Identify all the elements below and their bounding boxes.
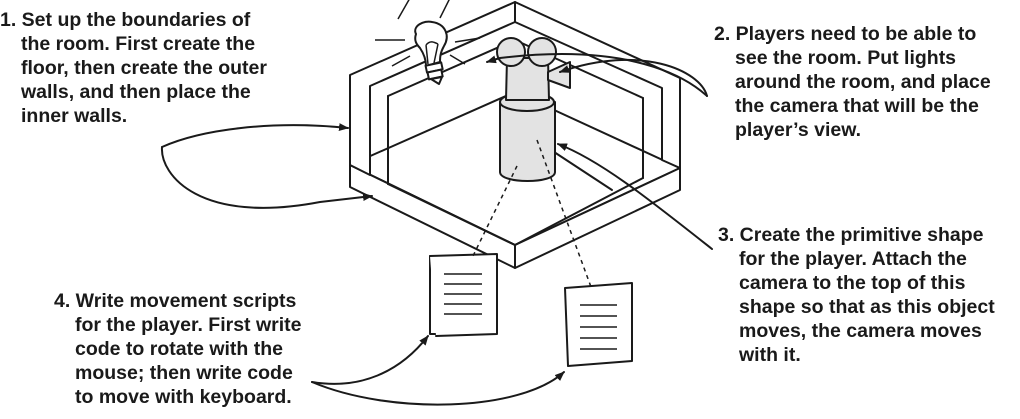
step-4-line: to move with keyboard. xyxy=(75,386,292,408)
floor-diagonal xyxy=(547,147,613,191)
script-link-2 xyxy=(536,139,592,288)
step-2-line: the camera that will be the xyxy=(735,95,979,117)
step-4-line: code to rotate with the xyxy=(75,338,284,360)
step-2-line: 2. Players need to be able to xyxy=(714,23,977,45)
script-document-icon xyxy=(564,282,633,367)
step-1-line: 1. Set up the boundaries of xyxy=(0,9,251,31)
step-1-line: the room. First create the xyxy=(21,33,256,55)
step-2-note: 2. Players need to be able to see the ro… xyxy=(714,22,991,142)
step-1-line: walls, and then place the xyxy=(21,81,251,103)
step-1-line: inner walls. xyxy=(21,105,128,127)
step-3-line: moves, the camera moves xyxy=(739,320,982,342)
inner-floor-line xyxy=(387,177,644,246)
step-3-note: 3. Create the primitive shape for the pl… xyxy=(718,223,995,367)
callout-step-4 xyxy=(311,335,565,406)
step-3-line: 3. Create the primitive shape xyxy=(718,224,984,246)
inner-wall-left-top xyxy=(387,39,516,97)
step-2-line: player’s view. xyxy=(735,119,862,141)
callout-step-2 xyxy=(486,53,708,97)
step-3-line: for the player. Attach the xyxy=(739,248,967,270)
step-3-line: with it. xyxy=(739,344,801,366)
step-2-line: around the room, and place xyxy=(735,71,991,93)
callout-step-3 xyxy=(557,143,713,250)
step-4-note: 4. Write movement scripts for the player… xyxy=(54,289,301,409)
step-3-line: shape so that as this object xyxy=(739,296,995,318)
camera-icon xyxy=(496,37,571,101)
step-4-line: mouse; then write code xyxy=(75,362,293,384)
script-link-1 xyxy=(472,165,518,257)
step-4-line: for the player. First write xyxy=(75,314,302,336)
player-capsule xyxy=(499,92,556,182)
step-2-line: see the room. Put lights xyxy=(735,47,957,69)
step-1-note: 1. Set up the boundaries of the room. Fi… xyxy=(0,8,267,128)
step-4-line: 4. Write movement scripts xyxy=(54,290,297,312)
step-1-line: floor, then create the outer xyxy=(21,57,267,79)
step-3-line: camera to the top of this xyxy=(739,272,966,294)
script-document-icon xyxy=(429,253,498,337)
callout-step-1 xyxy=(160,123,373,209)
light-bulb-icon xyxy=(375,0,481,85)
